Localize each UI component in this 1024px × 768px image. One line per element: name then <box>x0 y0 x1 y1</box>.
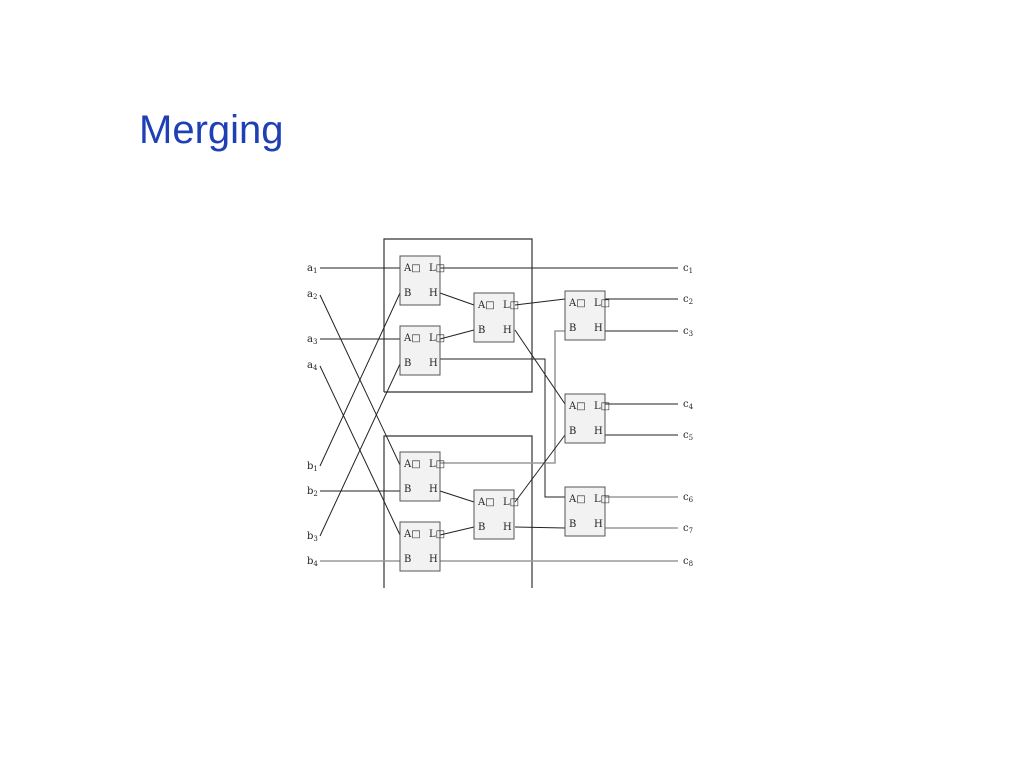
comparator-port-l: L□ <box>594 401 610 412</box>
comparator-port-h: H <box>429 288 438 299</box>
comparator-box <box>399 255 441 306</box>
comparator-4: A□ L□ B H <box>399 451 445 502</box>
comparator-port-a: A□ <box>403 459 421 470</box>
comparator-port-b: B <box>404 288 411 299</box>
comparator-port-b: B <box>404 484 411 495</box>
comparator-7: A□ L□ B H <box>564 290 610 341</box>
slide-title: Merging <box>139 108 284 152</box>
input-label-a3: a3 <box>307 334 317 346</box>
comparator-port-a: A□ <box>403 333 421 344</box>
output-label-c4: c4 <box>683 399 694 411</box>
comparator-box <box>473 292 515 343</box>
comparator-port-b: B <box>404 358 411 369</box>
comparator-box <box>399 451 441 502</box>
comparator-box <box>399 521 441 572</box>
comparator-6: A□ L□ B H <box>473 489 519 540</box>
upper-merger-frame <box>383 238 533 393</box>
comparator-port-a: A□ <box>568 298 586 309</box>
output-label-c3: c3 <box>683 326 693 338</box>
input-label-b4: b4 <box>307 556 318 568</box>
comparator-port-a: A□ <box>403 263 421 274</box>
wire-s2u-l-to-s3a <box>514 298 566 306</box>
output-label-c1: c1 <box>683 263 693 275</box>
wires <box>319 267 678 562</box>
comparators: A□ L□ B H A□ L□ B H A□ L□ B H A□ L□ B H A□ L□ B H A□ L□ B H A□ L□… <box>399 255 610 572</box>
comparator-port-a: A□ <box>477 497 495 508</box>
comparator-port-h: H <box>429 358 438 369</box>
input-label-a2: a2 <box>307 289 317 301</box>
comparator-port-b: B <box>404 554 411 565</box>
comparator-5: A□ L□ B H <box>399 521 445 572</box>
comparator-1: A□ L□ B H <box>399 255 445 306</box>
comparator-3: A□ L□ B H <box>473 292 519 343</box>
input-label-b1: b1 <box>307 461 318 473</box>
comparator-port-l: L□ <box>503 497 519 508</box>
comparator-port-l: L□ <box>429 459 445 470</box>
comparator-9: A□ L□ B H <box>564 486 610 537</box>
io-labels: a1 a2 a3 a4 b1 b2 b3 b4 c1 c2 c3 c4 c5 c6 c7 c8 <box>307 263 694 568</box>
comparator-port-a: A□ <box>477 300 495 311</box>
comparator-port-b: B <box>478 325 485 336</box>
wire-s2u-h-to-s3b <box>514 329 566 405</box>
input-label-a1: a1 <box>307 263 317 275</box>
comparator-port-b: B <box>478 522 485 533</box>
comparator-box <box>564 486 606 537</box>
wire-b1 <box>319 292 401 467</box>
wire-s1u-h-to-s2u-a <box>439 292 475 306</box>
wire-s2l-h-to-s3c <box>514 526 566 529</box>
comparator-port-h: H <box>429 554 438 565</box>
comparator-port-h: H <box>503 522 512 533</box>
comparator-port-h: H <box>594 519 603 530</box>
comparator-box <box>399 325 441 376</box>
comparator-port-a: A□ <box>568 494 586 505</box>
comparator-port-b: B <box>569 519 576 530</box>
wire-s2l-l-to-s3b <box>514 434 566 503</box>
comparator-port-h: H <box>594 323 603 334</box>
comparator-box <box>564 393 606 444</box>
lower-merger-frame <box>383 435 533 588</box>
wire-s1l-h-to-s2l-a <box>439 490 475 503</box>
output-label-c6: c6 <box>683 492 694 504</box>
comparator-port-h: H <box>503 325 512 336</box>
comparator-box <box>473 489 515 540</box>
output-label-c2: c2 <box>683 294 693 306</box>
comparator-port-l: L□ <box>429 333 445 344</box>
comparator-port-a: A□ <box>403 529 421 540</box>
output-label-c5: c5 <box>683 430 693 442</box>
comparator-2: A□ L□ B H <box>399 325 445 376</box>
input-label-b2: b2 <box>307 486 318 498</box>
comparator-port-h: H <box>429 484 438 495</box>
comparator-port-l: L□ <box>594 298 610 309</box>
comparator-port-b: B <box>569 323 576 334</box>
output-label-c8: c8 <box>683 556 693 568</box>
comparator-8: A□ L□ B H <box>564 393 610 444</box>
input-label-b3: b3 <box>307 531 318 543</box>
wire-route-lower-l <box>440 330 565 464</box>
output-label-c7: c7 <box>683 523 693 535</box>
comparator-port-b: B <box>569 426 576 437</box>
wire-s1l-l-to-s2l-b <box>439 526 475 536</box>
comparator-port-l: L□ <box>594 494 610 505</box>
comparator-port-l: L□ <box>503 300 519 311</box>
wire-b3 <box>319 363 401 537</box>
wire-s1u-l-to-s2u-b <box>439 329 475 340</box>
comparator-port-h: H <box>594 426 603 437</box>
comparator-port-a: A□ <box>568 401 586 412</box>
input-label-a4: a4 <box>307 360 318 372</box>
comparator-port-l: L□ <box>429 263 445 274</box>
comparator-box <box>564 290 606 341</box>
wire-route-upper-h <box>440 358 565 498</box>
comparator-port-l: L□ <box>429 529 445 540</box>
